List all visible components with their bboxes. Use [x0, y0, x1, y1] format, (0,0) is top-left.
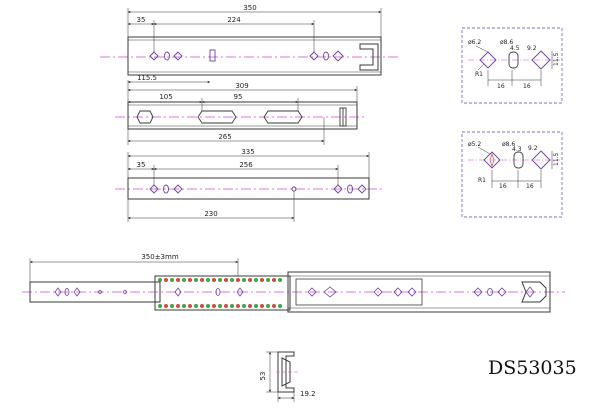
outer-rail-offset-dim: 35	[137, 16, 146, 24]
assembly-inner-rail	[29, 281, 161, 303]
cross-section-height-dim: 53	[259, 372, 267, 381]
detail-top-spacing-right: 16	[523, 83, 531, 90]
detail-bottom-diameter-mid: ø8.6	[502, 141, 515, 148]
detail-bottom-frame	[461, 131, 563, 218]
inner-rail-view: 335 35 256 230	[115, 148, 385, 222]
inner-rail-offset-dim: 35	[137, 161, 146, 169]
middle-rail-body	[127, 101, 358, 130]
middle-rail-span-dim: 95	[234, 93, 243, 101]
detail-bottom-cross-height: 11.5	[553, 152, 560, 166]
detail-bottom-spacing-left: 16	[499, 183, 507, 190]
outer-rail-holes	[149, 49, 344, 62]
assembly-view: 350±3mm	[22, 253, 565, 313]
detail-top-cross-width: 9.2	[527, 45, 537, 52]
detail-top-radius: R1	[475, 71, 483, 78]
inner-rail-span-dim: 256	[239, 161, 253, 169]
assembly-ball-cage	[154, 275, 291, 311]
outer-rail-overall-dim: 350	[243, 4, 256, 12]
detail-top-diameter-left: ø6.2	[468, 39, 481, 46]
outer-rail-span-dim: 224	[227, 16, 241, 24]
detail-bottom-diameter-left: ø5.2	[468, 141, 481, 148]
inner-rail-bottom-dim: 230	[204, 210, 217, 218]
detail-top-frame	[461, 27, 563, 104]
outer-rail-bracket	[359, 43, 379, 71]
detail-top-cross-height: 11.5	[553, 52, 560, 66]
detail-bottom: ø5.2 ø8.6 4.3 9.2 11.5 R1 16 16	[461, 131, 563, 218]
middle-rail-overall-dim: 309	[235, 82, 248, 90]
model-code-label: DS53035	[488, 357, 577, 379]
detail-bottom-radius: R1	[478, 177, 486, 184]
detail-top-diameter-mid: ø8.6	[500, 39, 513, 46]
assembly-release-latch	[521, 281, 547, 303]
outer-rail-view: 350 35 224 115.5	[100, 4, 400, 86]
middle-rail-bottom-dim: 265	[218, 133, 231, 141]
inner-rail-holes	[149, 184, 367, 194]
cross-section-width-dim: 19.2	[300, 390, 316, 398]
detail-bottom-spacing-right: 16	[526, 183, 534, 190]
inner-rail-body	[127, 177, 370, 200]
detail-top-spacing-left: 16	[497, 83, 505, 90]
detail-top: ø6.2 ø8.6 4.5 9.2 11.5 R1 16 16	[461, 27, 563, 104]
middle-rail-offset-dim: 105	[159, 93, 172, 101]
cross-section-profile	[277, 351, 295, 393]
detail-top-slot: 4.5	[510, 45, 520, 52]
detail-bottom-slot: 4.3	[512, 146, 522, 153]
middle-rail-view: 309 105 95 265	[115, 82, 365, 145]
ball-bearings-bottom	[158, 304, 282, 308]
cross-section-view: 53 19.2	[259, 351, 316, 402]
ball-bearings-top	[158, 278, 282, 282]
inner-rail-overall-dim: 335	[241, 148, 254, 156]
assembly-outer-rail	[287, 271, 551, 313]
assembly-length-dim: 350±3mm	[141, 253, 178, 261]
detail-bottom-cross-width: 9.2	[528, 145, 538, 152]
outer-rail-body	[127, 36, 382, 76]
outer-rail-bottom-dim: 115.5	[137, 74, 157, 82]
